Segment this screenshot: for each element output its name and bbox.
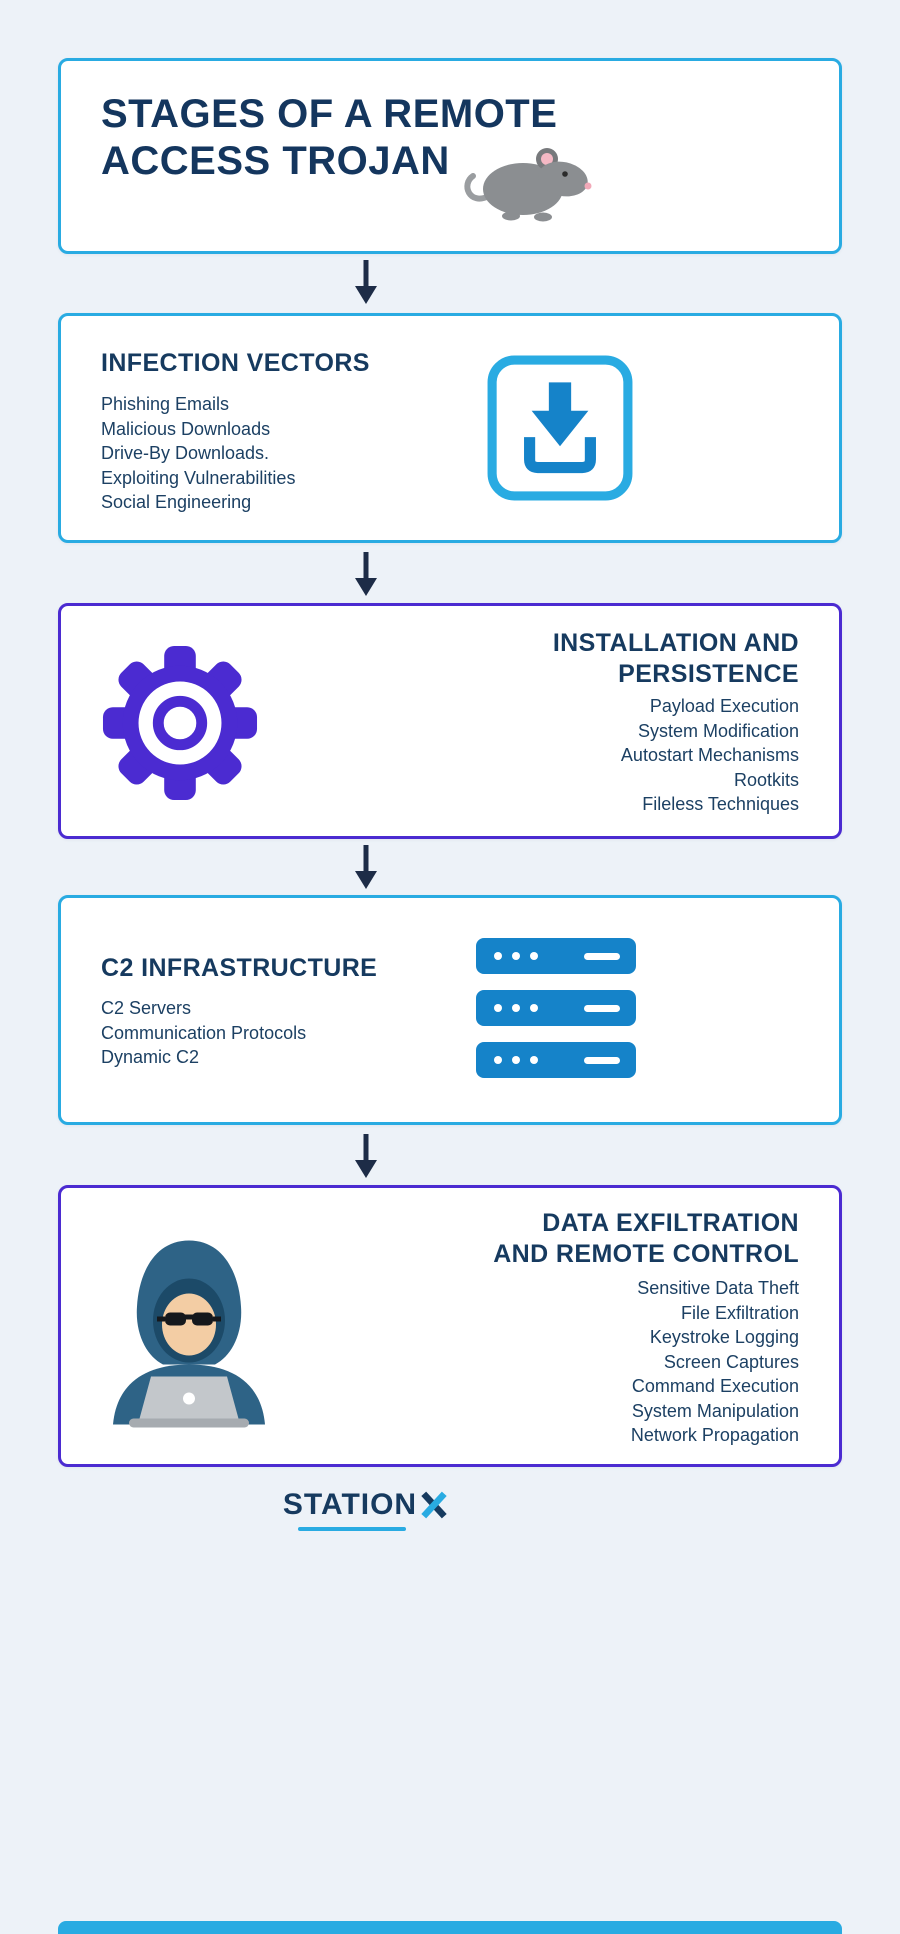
list-item: Dynamic C2 — [101, 1047, 200, 1067]
section-infection-vectors: INFECTION VECTORS Phishing Emails Malici… — [58, 313, 842, 543]
section-list: C2 Servers Communication Protocols Dynam… — [101, 996, 306, 1070]
list-item: System Manipulation — [631, 1400, 799, 1421]
list-item: C2 Servers — [101, 998, 192, 1018]
list-item: Autostart Mechanisms — [620, 745, 799, 765]
server-row — [476, 1042, 636, 1078]
list-item: Malicious Downloads — [101, 418, 271, 439]
section-list: Phishing Emails Malicious Downloads Driv… — [101, 392, 295, 515]
section-list: Sensitive Data Theft File Exfiltration K… — [631, 1276, 799, 1448]
list-item: Network Propagation — [630, 1425, 799, 1445]
down-arrow-icon — [352, 843, 380, 890]
down-arrow-icon — [352, 550, 380, 597]
rat-icon-svg — [464, 148, 592, 222]
next-card-peek — [58, 1921, 842, 1934]
server-row — [476, 990, 636, 1026]
gear-icon — [101, 644, 259, 802]
server-stack-icon — [476, 938, 636, 1094]
down-arrow-icon — [352, 258, 380, 305]
list-item: Drive-By Downloads. — [101, 443, 270, 463]
download-icon — [484, 352, 636, 504]
list-item: Exploiting Vulnerabilities — [101, 467, 296, 488]
list-item: Social Engineering — [101, 492, 252, 512]
list-item: System Modification — [637, 720, 799, 741]
hacker-icon — [99, 1226, 279, 1431]
logo-underline — [298, 1527, 406, 1531]
section-data-exfiltration: DATA EXFILTRATION AND REMOTE CONTROL Sen… — [58, 1185, 842, 1467]
brand-x-icon — [421, 1491, 447, 1519]
page-title: STAGES OF A REMOTE ACCESS TROJAN — [101, 92, 558, 183]
list-item: Phishing Emails — [101, 394, 230, 414]
down-arrow-icon — [352, 1132, 380, 1179]
list-item: File Exfiltration — [680, 1302, 799, 1323]
section-heading: INFECTION VECTORS — [101, 349, 370, 377]
section-heading: DATA EXFILTRATION AND REMOTE CONTROL — [493, 1209, 799, 1268]
section-heading: C2 INFRASTRUCTURE — [101, 954, 378, 982]
stationx-logo: STATION — [246, 1488, 486, 1531]
brand-wordmark: STATION — [282, 1488, 418, 1521]
list-item: Rootkits — [733, 769, 799, 790]
rat-icon — [461, 133, 601, 225]
list-item: Communication Protocols — [101, 1022, 307, 1043]
list-item: Screen Captures — [663, 1351, 799, 1372]
title-card: STAGES OF A REMOTE ACCESS TROJAN — [58, 58, 842, 254]
list-item: Keystroke Logging — [649, 1327, 799, 1347]
list-item: Fileless Techniques — [642, 794, 799, 814]
section-installation-persistence: INSTALLATION AND PERSISTENCE Payload Exe… — [58, 603, 842, 839]
list-item: Command Execution — [631, 1376, 799, 1396]
list-item: Sensitive Data Theft — [637, 1278, 799, 1298]
list-item: Payload Execution — [649, 696, 799, 716]
server-row — [476, 938, 636, 974]
section-list: Payload Execution System Modification Au… — [621, 694, 799, 817]
section-heading: INSTALLATION AND PERSISTENCE — [552, 629, 799, 688]
section-c2-infrastructure: C2 INFRASTRUCTURE C2 Servers Communicati… — [58, 895, 842, 1125]
